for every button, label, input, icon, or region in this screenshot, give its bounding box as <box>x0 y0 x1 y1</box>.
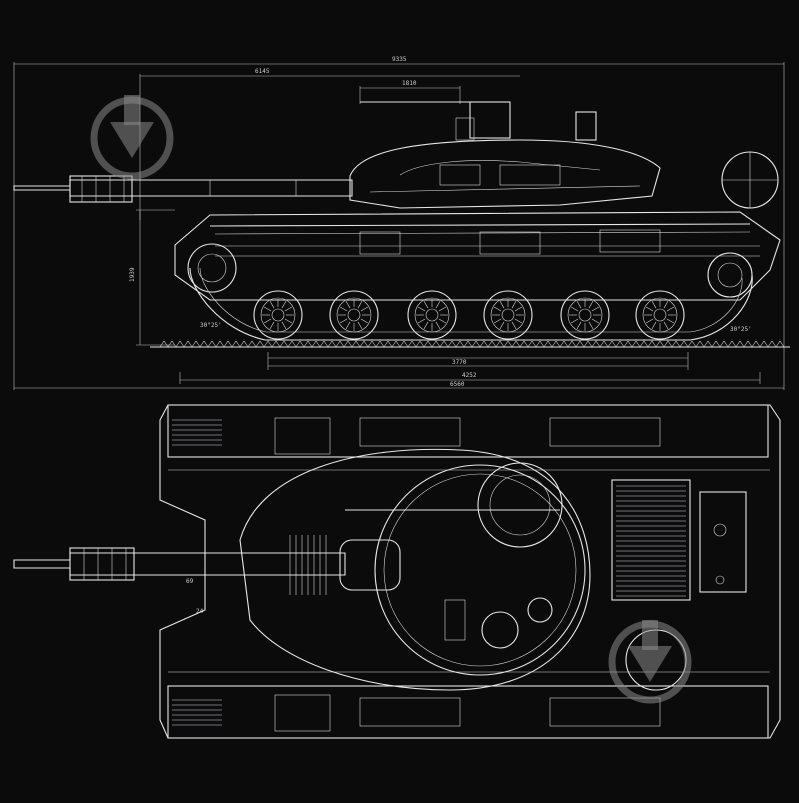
dim-rear-angle: 30°25' <box>730 326 752 333</box>
download-arrow-icon <box>608 620 692 704</box>
track-side <box>150 267 790 348</box>
side-view-elevation: 9335 6145 1810 1939 3770 4252 6560 30°25… <box>13 56 790 390</box>
gun-barrel-top <box>13 539 401 591</box>
dim-hull-length: 6560 <box>450 381 465 388</box>
road-wheel <box>407 290 457 340</box>
hull-side <box>174 211 781 301</box>
road-wheel <box>560 290 610 340</box>
dim-front-offset: 6145 <box>255 68 270 75</box>
dim-wheelbase: 3770 <box>452 359 467 366</box>
road-wheels <box>253 290 685 340</box>
download-arrow-icon <box>90 95 174 180</box>
dim-overall-length: 9335 <box>392 56 407 63</box>
turret-side <box>349 101 779 209</box>
watermark-bottom-right <box>608 620 692 704</box>
engine-deck <box>611 479 747 691</box>
fender-slats <box>172 419 222 726</box>
turret-top <box>239 448 591 691</box>
dim-height: 1939 <box>129 267 136 282</box>
sprocket-idler <box>187 243 753 298</box>
dim-turret-offset: 1810 <box>402 80 417 87</box>
dim-front-angle: 30°25' <box>200 322 222 329</box>
top-view-plan: 69 24 <box>13 404 781 739</box>
hull-top <box>159 404 781 739</box>
road-wheel <box>483 290 533 340</box>
turret-marker-label: 24 <box>196 608 204 615</box>
watermark-top-left <box>90 95 174 180</box>
dim-track-ground-length: 4252 <box>462 372 477 379</box>
glacis-ribs <box>289 535 327 595</box>
gun-barrel-side <box>13 175 353 203</box>
gun-marker-label: 69 <box>186 578 194 585</box>
engine-grille <box>616 485 686 597</box>
